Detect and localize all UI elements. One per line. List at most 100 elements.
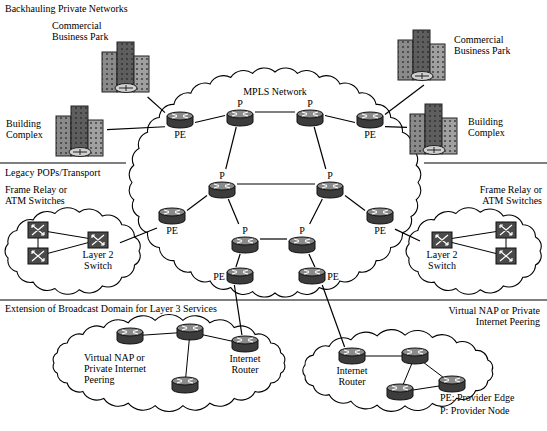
router-node: P	[231, 225, 259, 253]
router-node: PE	[299, 268, 339, 284]
router-node: Internet Router	[222, 336, 268, 375]
router-icon	[232, 336, 258, 352]
node-label: Internet Router	[330, 365, 374, 387]
router-icon	[209, 182, 235, 198]
building-icon	[102, 42, 149, 93]
network-cloud: Layer 2 SwitchFrame Relay or ATM Switche…	[400, 184, 544, 294]
router-icon	[357, 112, 383, 128]
node-label: P	[307, 98, 313, 109]
network-cloud: Internet Router Virtual NAP or Private In…	[50, 316, 288, 410]
building-node: Commercial Business Park	[52, 20, 156, 96]
router-icon	[232, 237, 258, 253]
router-icon	[227, 110, 253, 126]
router-icon	[297, 110, 323, 126]
router-icon	[159, 208, 185, 224]
router-icon	[357, 112, 383, 128]
node-label: Commercial Business Park	[454, 34, 526, 56]
network-link	[385, 85, 424, 115]
router-node: P	[296, 98, 324, 126]
building-icon	[54, 106, 106, 158]
network-link	[107, 127, 165, 130]
switch-node: Layer 2 Switch	[77, 232, 119, 271]
router-node: P	[316, 170, 344, 198]
node-label: P	[237, 98, 243, 109]
building-node: Building Complex	[408, 104, 540, 156]
node-label: Building Complex	[468, 116, 530, 138]
network-link	[237, 183, 315, 184]
router-icon	[227, 268, 253, 284]
router-icon	[167, 112, 193, 128]
building-icon	[396, 30, 448, 82]
router-node: PE	[158, 208, 186, 236]
building-icon	[398, 30, 445, 81]
router-icon	[167, 112, 193, 128]
router-icon	[367, 208, 393, 224]
node-label: MPLS Network	[128, 86, 422, 97]
router-icon	[299, 268, 325, 284]
cloud-outline	[406, 208, 541, 295]
legend-text: P: Provider Node	[440, 405, 509, 416]
network-link	[310, 199, 323, 224]
switch-icon	[88, 232, 108, 248]
building-node: Building Complex	[6, 106, 106, 158]
router-icon	[227, 268, 253, 284]
node-label: Layer 2 Switch	[422, 249, 462, 271]
building-icon	[100, 42, 152, 94]
router-node: PE	[366, 208, 394, 236]
router-icon	[209, 182, 235, 198]
network-link	[325, 116, 355, 123]
router-node: PE	[213, 268, 253, 284]
router-icon	[289, 237, 315, 253]
section-label: Backhauling Private Networks	[5, 3, 128, 14]
cloud-outline	[5, 208, 140, 295]
switch-icon	[88, 232, 108, 248]
router-node: PE	[356, 112, 384, 140]
network-cloud: Layer 2 Switch Frame Relay or ATM Switche…	[3, 184, 148, 294]
cloud-outline	[128, 68, 423, 297]
router-node: Internet Router	[329, 348, 375, 387]
node-label: PE	[364, 129, 376, 140]
section-label: Extension of Broadcast Domain for Layer …	[5, 303, 217, 314]
node-label: Frame Relay or ATM Switches	[5, 184, 75, 206]
router-icon	[227, 110, 253, 126]
node-label: Virtual NAP or Private Internet Peering	[436, 305, 540, 327]
node-label: Internet Router	[223, 353, 267, 375]
switch-node: Layer 2 Switch	[421, 232, 463, 271]
legend-entry: PE: Provider Edge	[440, 392, 514, 403]
legend-text: PE: Provider Edge	[440, 392, 514, 403]
network-link	[345, 195, 365, 210]
node-label: Building Complex	[6, 118, 50, 140]
network-link	[187, 195, 207, 210]
node-label: P	[242, 225, 248, 236]
peer-router-icon	[117, 324, 465, 400]
building-node: Commercial Business Park	[392, 22, 540, 84]
router-node: P	[226, 98, 254, 126]
node-label: PE	[213, 271, 225, 282]
node-label: PE	[327, 271, 339, 282]
cloud-outline	[53, 314, 285, 411]
router-icon	[317, 182, 343, 198]
building-icon	[56, 106, 103, 157]
router-node: PE	[166, 112, 194, 140]
cloud-outline	[129, 68, 421, 297]
legend-entry: P: Provider Node	[440, 405, 509, 416]
node-label: Layer 2 Switch	[78, 249, 118, 271]
section-divider	[0, 163, 547, 300]
router-icon	[317, 182, 343, 198]
network-link	[255, 111, 295, 112]
node-label: Virtual NAP or Private Internet Peering	[84, 352, 162, 385]
node-label: P	[299, 225, 305, 236]
network-cloud: PE P P PE PE P P P P PE PE PE MPLS Network	[128, 68, 423, 297]
node-label: P	[219, 170, 225, 181]
network-link	[236, 254, 240, 267]
node-label: PE	[174, 129, 186, 140]
network-link	[228, 199, 238, 224]
node-label: PE	[166, 225, 178, 236]
router-icon	[339, 348, 365, 364]
node-label: Commercial Business Park	[52, 20, 114, 42]
switch-icon	[432, 232, 452, 248]
switch-icon	[432, 232, 452, 248]
router-icon	[289, 237, 315, 253]
